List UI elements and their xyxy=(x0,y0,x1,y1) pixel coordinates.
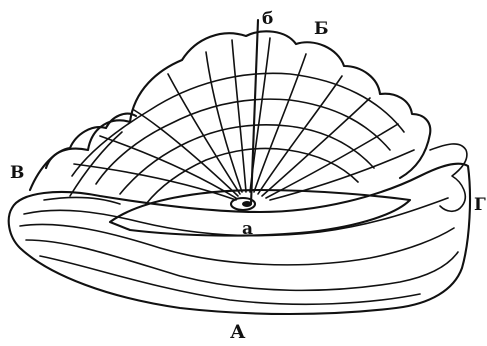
label-B-upper: Б xyxy=(314,19,329,39)
label-A: А xyxy=(230,321,246,343)
radial-ribs xyxy=(74,38,414,200)
shell-growth-line-4 xyxy=(40,256,420,304)
label-a: а xyxy=(242,219,253,239)
label-V: В xyxy=(10,163,24,183)
left-flare-edge xyxy=(30,114,136,190)
upper-lamella-1 xyxy=(72,73,404,176)
label-b-small: б xyxy=(262,9,273,29)
rib xyxy=(168,74,240,194)
rib xyxy=(266,124,398,198)
section-axis-line xyxy=(251,20,258,204)
shell-lower-valve xyxy=(9,144,470,314)
label-G: Г xyxy=(474,195,486,215)
rib xyxy=(134,110,238,196)
shell-growth-line-3 xyxy=(26,240,458,290)
shell-growth-line-2 xyxy=(20,224,454,264)
shell-upper-valve xyxy=(46,31,430,204)
shell-growth-line-1 xyxy=(24,198,448,236)
shell-left-flare xyxy=(30,114,136,204)
rib xyxy=(254,54,306,192)
shell-right-edge xyxy=(430,144,467,211)
rib xyxy=(100,136,236,198)
